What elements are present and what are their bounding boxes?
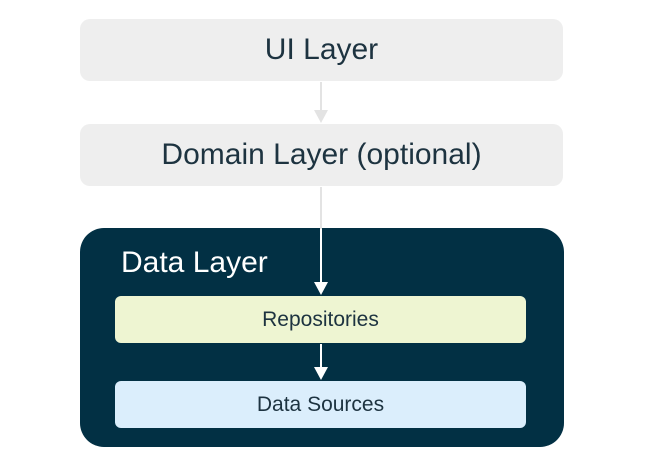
arrow-repositories-to-data-sources (314, 344, 328, 380)
data-sources-label: Data Sources (256, 392, 385, 416)
arrow-domain-to-repositories (314, 187, 328, 295)
data-layer-label: Data Layer (121, 246, 268, 279)
ui-layer-label: UI Layer (264, 33, 379, 66)
domain-layer-box: Domain Layer (optional) (80, 124, 563, 186)
domain-layer-label: Domain Layer (optional) (161, 138, 482, 171)
arrow-ui-to-domain (314, 82, 328, 123)
repositories-box: Repositories (115, 296, 526, 343)
ui-layer-box: UI Layer (80, 19, 563, 81)
repositories-label: Repositories (262, 307, 379, 331)
data-sources-box: Data Sources (115, 381, 526, 428)
